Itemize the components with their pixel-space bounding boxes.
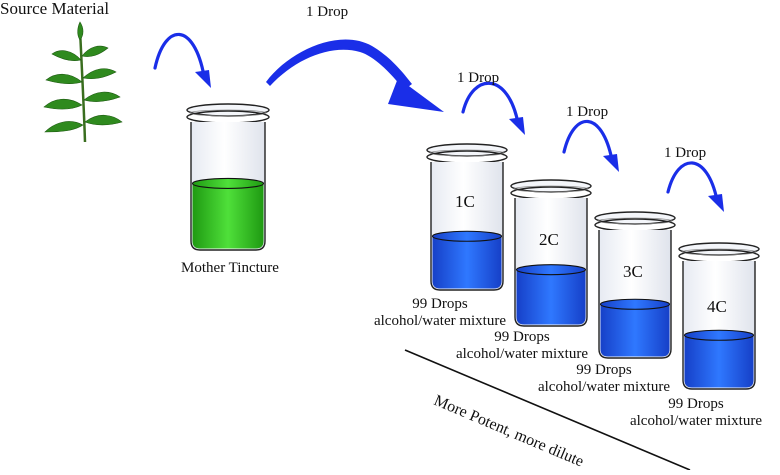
jar-label-3c: 3C [623, 262, 643, 281]
mother-tincture-jar [186, 103, 270, 251]
jar-3c [594, 211, 676, 359]
jar-caption-2c-line2: alcohol/water mixture [455, 346, 589, 362]
drop-label-1: 1 Drop [457, 70, 500, 86]
jar-group [186, 103, 760, 390]
jar-caption-3c: 99 Drops alcohol/water mixture [522, 362, 686, 396]
jar-caption-1c-line2: alcohol/water mixture [373, 313, 507, 329]
arrow-plant-to-mother [153, 32, 211, 88]
arrow-jar1-to-jar2 [461, 81, 525, 135]
arrow-jar2-to-jar3 [562, 119, 619, 172]
drop-label-main: 1 Drop [306, 4, 349, 20]
potency-line [404, 349, 691, 471]
jar-caption-4c-line2: alcohol/water mixture [629, 413, 763, 429]
jar-caption-3c-line2: alcohol/water mixture [537, 379, 671, 395]
arrow-jar3-to-jar4 [666, 161, 724, 212]
drop-label-3: 1 Drop [664, 145, 707, 161]
drop-arrows [153, 32, 724, 212]
jar-caption-4c: 99 Drops alcohol/water mixture [614, 396, 778, 430]
arrow-mother-to-jar1 [266, 39, 444, 112]
jar-label-1c: 1C [455, 192, 475, 211]
jar-caption-2c-line1: 99 Drops [494, 329, 550, 345]
jar-2c [510, 179, 592, 327]
jar-caption-4c-line1: 99 Drops [668, 396, 724, 412]
source-material-title: Source Material [0, 0, 110, 18]
jar-label-4c: 4C [707, 297, 727, 316]
jar-1c [426, 143, 508, 291]
plant-icon [43, 21, 123, 143]
jar-caption-3c-line1: 99 Drops [576, 362, 632, 378]
jar-caption-2c: 99 Drops alcohol/water mixture [440, 329, 604, 363]
jar-label-2c: 2C [539, 230, 559, 249]
jar-4c [678, 242, 760, 390]
drop-label-2: 1 Drop [566, 104, 609, 120]
mother-tincture-label: Mother Tincture [181, 260, 279, 276]
jar-caption-1c: 99 Drops alcohol/water mixture [358, 296, 522, 330]
jar-caption-1c-line1: 99 Drops [412, 296, 468, 312]
